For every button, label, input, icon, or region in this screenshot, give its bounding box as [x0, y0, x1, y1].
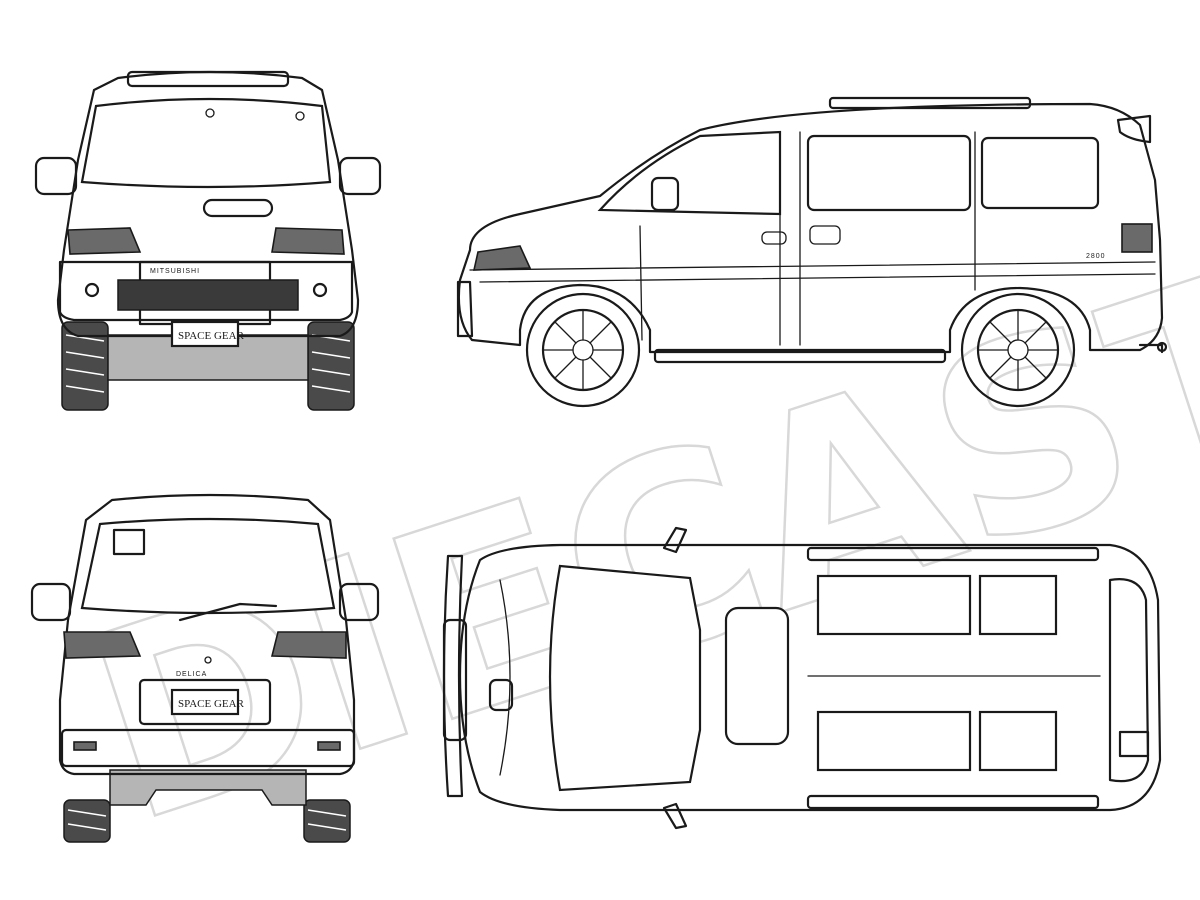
- front-right-foglamp: [312, 282, 328, 298]
- front-roof-spoiler: [126, 70, 290, 88]
- front-right-mirror: [338, 156, 382, 196]
- top-rear-hatch: [1108, 578, 1150, 783]
- rear-bumper: [60, 728, 356, 768]
- front-left-foglamp: [84, 282, 100, 298]
- top-bullbar-grid: [442, 618, 468, 742]
- top-left-rear-roof-window: [816, 574, 972, 636]
- rear-left-tire: [63, 799, 111, 843]
- rear-plate-text: SPACE GEAR: [178, 698, 245, 710]
- front-license-plate: [170, 320, 240, 348]
- top-sunroof: [724, 606, 790, 746]
- side-slide-door-handle: [809, 225, 841, 245]
- rear-right-mirror: [338, 582, 380, 622]
- side-view: 2800: [456, 96, 1168, 408]
- top-left-roof-rail: [806, 546, 1100, 562]
- side-rear-wheel: [960, 292, 1076, 408]
- rear-view: DELICA SPACE GEAR: [30, 493, 380, 843]
- top-spare-tire: [1118, 730, 1150, 758]
- side-tow-hitch: [1138, 343, 1164, 354]
- rear-right-reflector: [317, 741, 341, 751]
- top-right-rear-roof-window: [816, 710, 972, 772]
- rear-right-taillamp: [270, 631, 347, 659]
- rear-left-taillamp: [63, 631, 142, 659]
- side-rear-window: [980, 136, 1100, 210]
- side-door-lines: [639, 131, 976, 346]
- top-view: [442, 526, 1162, 830]
- front-grille: [117, 279, 299, 311]
- side-front-window: [597, 130, 782, 216]
- front-windshield: [80, 97, 332, 189]
- top-left-back-roof-window: [978, 574, 1058, 636]
- hood-scoop: [202, 198, 274, 218]
- top-hood-scoop: [488, 678, 514, 712]
- side-front-door-handle: [761, 231, 787, 245]
- side-body-stripes: [469, 261, 1156, 283]
- front-right-headlamp: [271, 227, 345, 255]
- rear-badge-text: DELICA: [176, 671, 207, 678]
- side-headlamp: [472, 245, 532, 271]
- front-view: MITSUBISHI SPACE GEAR: [34, 70, 382, 411]
- rear-wiper: [178, 602, 278, 622]
- side-taillamp: [1121, 223, 1153, 253]
- rear-spare-mount: [112, 528, 146, 556]
- front-mirror-dot: [205, 108, 215, 118]
- rear-left-mirror: [30, 582, 72, 622]
- top-left-mirror: [662, 526, 688, 554]
- rear-window: [80, 517, 336, 615]
- side-bullbar: [456, 280, 474, 338]
- front-left-headlamp: [67, 227, 142, 255]
- top-right-roof-rail: [806, 794, 1100, 810]
- top-hood-line: [499, 579, 511, 776]
- side-middle-window: [806, 134, 972, 212]
- top-right-back-roof-window: [978, 710, 1058, 772]
- side-body: [457, 102, 1164, 354]
- side-front-wheel: [525, 292, 641, 408]
- top-windshield: [548, 564, 702, 792]
- side-mirror: [650, 176, 680, 212]
- rear-left-reflector: [73, 741, 97, 751]
- front-left-mirror: [34, 156, 78, 196]
- front-plate-text: SPACE GEAR: [178, 330, 245, 342]
- side-badge-text: 2800: [1086, 253, 1106, 260]
- rear-skid-plate: [109, 769, 307, 806]
- top-right-mirror: [662, 802, 688, 830]
- rear-right-tire: [303, 799, 351, 843]
- rear-license-plate: [170, 688, 240, 716]
- side-step: [653, 348, 947, 364]
- side-roof-rail: [828, 96, 1032, 110]
- rear-plate-surround: [138, 678, 272, 726]
- front-bumper: [58, 260, 354, 322]
- side-rear-spoiler: [1116, 114, 1152, 144]
- front-badge-text: MITSUBISHI: [150, 268, 200, 275]
